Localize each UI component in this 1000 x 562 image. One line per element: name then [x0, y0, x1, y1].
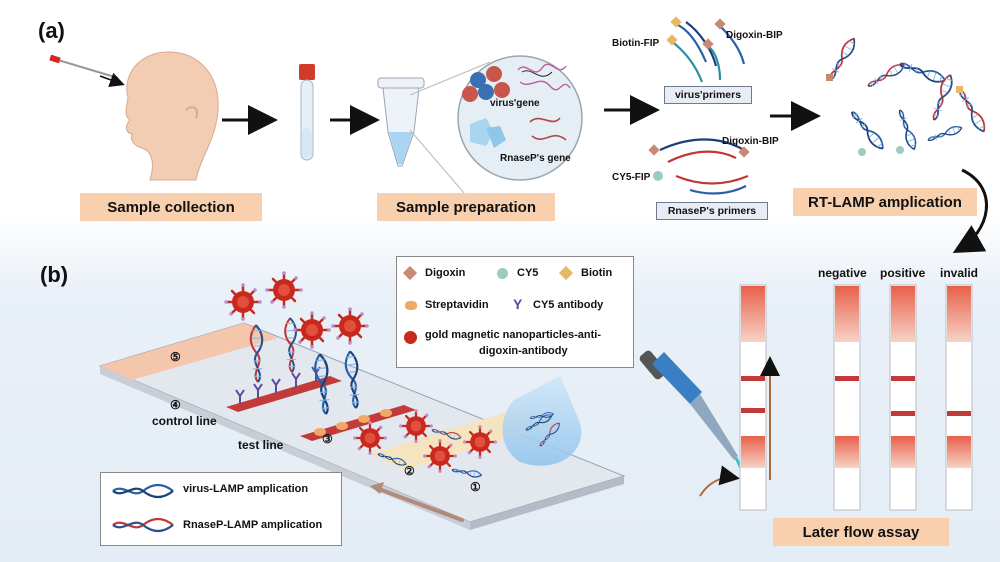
digoxin-icon [402, 265, 418, 281]
control-line-label: control line [152, 414, 217, 428]
step-sample-preparation: Sample preparation [377, 193, 555, 221]
sample-droplet-icon [502, 376, 582, 466]
rnasep-amplicon-label: RnaseP-LAMP amplication [183, 519, 323, 531]
panel-a-label: (a) [38, 18, 65, 43]
test-tube-icon [299, 64, 315, 161]
zoom-line-2 [409, 61, 491, 96]
strip-sample [739, 284, 767, 511]
streptavidin-icon [405, 301, 417, 310]
flow-arrow [374, 486, 464, 522]
virus-primers-box: virus'primers [664, 86, 752, 104]
step-rt-lamp: RT-LAMP amplication [793, 188, 977, 216]
result-invalid-label: invalid [940, 266, 979, 280]
virus-gene-label: virus'gene [490, 98, 540, 109]
virus-primers-icon [666, 16, 746, 83]
human-cells-icon [470, 118, 506, 148]
cy5-antibody-icon: Y [513, 296, 523, 312]
legend-gold-np-line2: digoxin-antibody [479, 345, 568, 357]
step-lateral-flow-assay: Later flow assay [773, 518, 949, 546]
rnasep-rna-icon [529, 117, 567, 141]
result-positive-label: positive [880, 266, 926, 280]
virus-rna-icon [517, 63, 571, 91]
strip-invalid [945, 284, 973, 511]
pad-number-4: ④ [170, 398, 181, 412]
cy5-icon [497, 268, 508, 279]
step-sample-collection: Sample collection [80, 193, 262, 221]
pipette-icon [639, 350, 744, 471]
pad-number-1: ① [470, 480, 481, 494]
digoxin-bip-label-2: Digoxin-BIP [722, 136, 779, 147]
legend-cy5-antibody: CY5 antibody [533, 299, 604, 311]
test-line-label: test line [238, 438, 284, 452]
pad-number-3: ③ [322, 432, 333, 446]
legend-box: Digoxin CY5 Biotin Streptavidin Y CY5 an… [396, 256, 634, 368]
zoom-line-1 [409, 129, 471, 201]
legend-gold-np-line1: gold magnetic nanoparticles-anti- [425, 329, 602, 341]
arrow-5 [952, 168, 988, 253]
drop-arrow [699, 465, 740, 497]
virus-rna-dark-icon [521, 70, 553, 77]
virus-amplicon-icon [112, 483, 174, 499]
absorbent-pad [100, 323, 278, 380]
streptavidin-on-test-line [314, 409, 392, 436]
patient-head-icon [125, 51, 219, 181]
digoxin-bip-label-1: Digoxin-BIP [726, 30, 783, 41]
gold-nanoparticle-icon [404, 331, 417, 344]
amplicon-legend-box: virus-LAMP amplication RnaseP-LAMP ampli… [100, 472, 342, 546]
rnasep-amplicon-icon [112, 517, 174, 533]
rnasep-primers-box: RnaseP's primers [656, 202, 768, 220]
legend-streptavidin: Streptavidin [425, 299, 489, 311]
legend-cy5: CY5 [517, 267, 539, 279]
result-negative-label: negative [818, 266, 867, 280]
virus-amplicon-label: virus-LAMP amplication [183, 483, 309, 495]
control-line-band [226, 376, 342, 412]
legend-biotin: Biotin [581, 267, 613, 279]
pad-number-2: ② [404, 464, 415, 478]
strip-negative [833, 284, 861, 511]
biotin-icon [558, 265, 574, 281]
biotin-fip-label: Biotin-FIP [612, 38, 660, 49]
rnasep-gene-label: RnaseP's gene [500, 153, 571, 164]
panel-b-label: (b) [40, 262, 69, 287]
cy5-fip-label: CY5-FIP [612, 172, 651, 183]
amplified-dna-icon [824, 35, 990, 156]
rnasep-primers-icon [648, 138, 750, 195]
swab-icon [49, 54, 125, 87]
eppendorf-tube-icon [377, 77, 425, 167]
legend-digoxin: Digoxin [425, 267, 466, 279]
strip-positive [889, 284, 917, 511]
virus-particles-icon [462, 66, 510, 102]
pad-number-5: ⑤ [170, 350, 181, 364]
